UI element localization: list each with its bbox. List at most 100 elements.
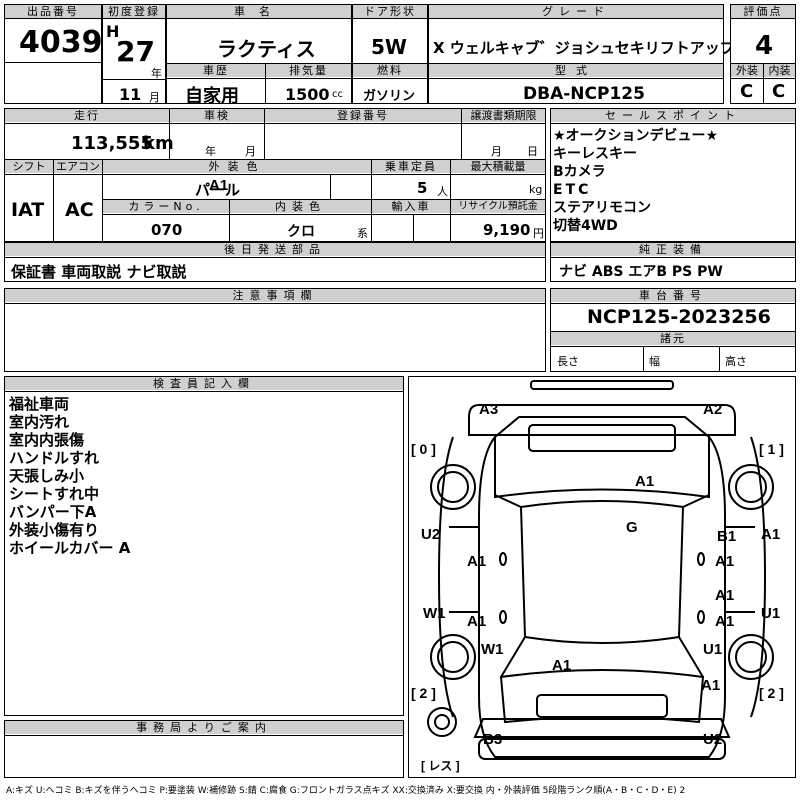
shift-label: シフト <box>5 160 53 173</box>
inspector-item: シートすれ中 <box>9 485 100 503</box>
damage-code: W1 <box>423 605 446 622</box>
reg-no-label: 登録番号 <box>265 109 461 122</box>
shift-value: IAT <box>11 199 45 221</box>
tire-right-bottom: [ 2 ] <box>759 685 784 701</box>
displacement-unit: cc <box>332 89 343 100</box>
damage-code: A1 <box>552 657 572 674</box>
damage-code: A3 <box>479 401 499 418</box>
capacity-label: 乗車定員 <box>372 160 450 173</box>
color-no-value: 070 <box>151 221 183 239</box>
load-unit: kg <box>529 183 543 196</box>
inspector-item: ハンドルすれ <box>9 449 100 467</box>
model-value: DBA-NCP125 <box>523 84 645 104</box>
score-label: 評価点 <box>731 5 795 18</box>
grade-value: X ウェルキャブ゛ジョシュセキリフトアップ゜4WD <box>433 39 790 57</box>
inspector-label: 検査員記入欄 <box>5 377 403 390</box>
first-reg-label: 初度登録 <box>103 5 165 18</box>
color-value: パール <box>195 181 241 199</box>
color-no-label: カラーNo. <box>103 200 229 213</box>
inspector-item: 室内汚れ <box>9 413 70 431</box>
spec-label: 諸元 <box>551 332 795 345</box>
equipment-value: ナビ ABS エアB PS PW <box>559 264 723 280</box>
damage-code: A1 <box>715 613 735 630</box>
displacement-value: 1500 <box>285 85 330 104</box>
recycle-label: リサイクル預託金 <box>451 200 545 213</box>
sales-item: ステアリモコン <box>553 200 651 216</box>
damage-code: A1 <box>715 587 735 604</box>
mileage-label: 走行 <box>5 109 169 122</box>
damage-code: U2 <box>703 731 723 748</box>
sales-item: ETC <box>553 182 592 198</box>
door-value: 5W <box>371 35 407 59</box>
score-box: 評価点 4 外装 内装 C C <box>730 4 796 104</box>
car-name: ラクティス <box>217 37 316 61</box>
equipment-box: 純正装備 ナビ ABS エアB PS PW <box>550 242 796 282</box>
door-box: ドア形状 5W 燃料 ガソリン <box>352 4 428 104</box>
recycle-unit: 円 <box>533 227 544 240</box>
damage-code: A1 <box>715 553 735 570</box>
interior-label: 内装 <box>764 64 795 77</box>
width-label: 幅 <box>649 355 660 368</box>
chassis-value: NCP125-2023256 <box>587 306 771 328</box>
office-label: 事務局よりご案内 <box>5 721 403 734</box>
details-box: 走行 車検 登録番号 譲渡書類期限 113,555 km 年 月 月 日 シフト… <box>4 108 546 242</box>
inspector-box: 検査員記入欄 福祉車両 室内汚れ 室内内張傷 ハンドルすれ 天張しみ小 シートす… <box>4 376 404 716</box>
notes-box: 注意事項欄 <box>4 288 546 372</box>
damage-code: A1 <box>635 473 655 490</box>
damage-code: A1 <box>467 613 487 630</box>
capacity-unit: 人 <box>437 185 448 198</box>
int-color-label: 内装色 <box>230 200 371 213</box>
displacement-label: 排気量 <box>266 64 351 77</box>
first-reg-box: 初度登録 H 27 年 11 月 <box>102 4 166 104</box>
fuel-value: ガソリン <box>363 89 416 104</box>
tire-left-top: [ 0 ] <box>411 441 436 457</box>
ac-label: エアコン <box>54 160 102 173</box>
sales-item: Bカメラ <box>553 164 606 180</box>
inspector-item: ホイールカバー A <box>9 539 131 557</box>
inspector-item: 福祉車両 <box>9 395 70 413</box>
door-label: ドア形状 <box>353 5 427 18</box>
damage-code: A1 <box>701 677 721 694</box>
capacity-value: 5 <box>417 179 428 197</box>
sales-list: ★オークションデビュー★ キーレスキー Bカメラ ETC ステアリモコン 切替4… <box>553 127 718 235</box>
sales-item: ★オークションデビュー★ <box>553 128 719 144</box>
tire-right-top: [ 1 ] <box>759 441 784 457</box>
chassis-box: 車台番号 NCP125-2023256 諸元 長さ 幅 高さ <box>550 288 796 372</box>
damage-code: U2 <box>421 526 441 543</box>
era: H <box>106 22 120 41</box>
int-color-unit: 系 <box>357 227 368 240</box>
damage-code: U1 <box>703 641 723 658</box>
fuel-label: 燃料 <box>353 64 427 77</box>
inspector-item: 天張しみ小 <box>9 467 85 485</box>
recycle-value: 9,190 <box>483 221 531 239</box>
inspection-year-unit: 年 <box>205 145 216 158</box>
damage-code: W1 <box>481 641 504 658</box>
damage-code: A2 <box>703 401 723 418</box>
damage-code: B3 <box>483 731 503 748</box>
damage-code: B1 <box>717 528 737 545</box>
damage-diagram-box: A3 A2 A1 G U2 B1 A1 A1 A1 A1 A1 A1 W1 U1… <box>209 177 796 778</box>
car-name-label: 車名 <box>167 5 351 18</box>
history-value: 自家用 <box>185 86 239 107</box>
lot-number: 4039 <box>19 25 103 60</box>
sales-label: セールスポイント <box>551 109 795 122</box>
transfer-day-unit: 日 <box>527 145 538 158</box>
score-value: 4 <box>755 31 774 61</box>
exterior-value: C <box>740 81 754 102</box>
sales-item: 切替4WD <box>553 218 618 234</box>
inspection-label: 車検 <box>170 109 264 122</box>
legend: A:キズ U:ヘコミ B:キズを伴うヘコミ P:要塗装 W:補修跡 S:錆 C:… <box>6 786 686 796</box>
load-label: 最大積載量 <box>451 160 545 173</box>
import-label: 輸入車 <box>372 200 450 213</box>
height-label: 高さ <box>725 355 747 368</box>
month-unit: 月 <box>149 91 160 104</box>
reg-month: 11 <box>119 85 142 104</box>
sales-box: セールスポイント ★オークションデビュー★ キーレスキー Bカメラ ETC ステ… <box>550 108 796 242</box>
interior-value: C <box>772 81 786 102</box>
office-box: 事務局よりご案内 <box>4 720 404 778</box>
mileage-value: 113,555 <box>71 133 153 154</box>
later-parts-value: 保証書 車両取説 ナビ取説 <box>11 263 187 281</box>
tire-left-bottom: [ 2 ] <box>411 685 436 701</box>
equipment-label: 純正装備 <box>551 243 795 256</box>
color-label: 外装色 <box>103 160 371 173</box>
